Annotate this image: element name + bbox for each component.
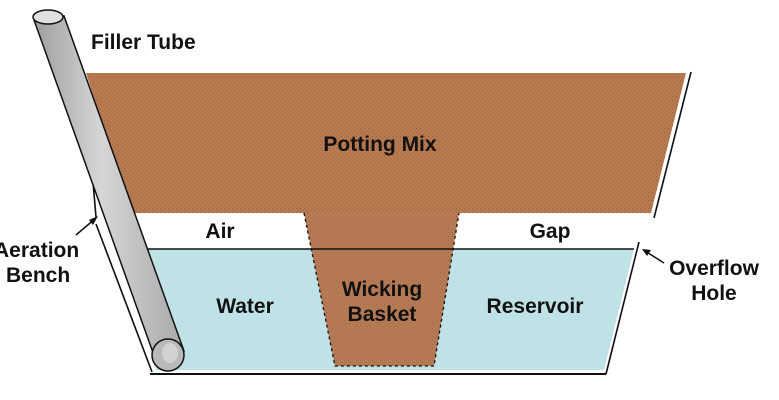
filler-tube-bottom-highlight [162, 343, 178, 363]
wicking-basket-label-line1: Wicking [341, 278, 423, 301]
aeration-bench-label-line1: Aeration [0, 239, 80, 262]
overflow-hole-arrow [642, 249, 665, 264]
aeration-bench-arrow [75, 216, 98, 236]
container-right-wall-lower [605, 241, 640, 375]
filler-tube-label: Filler Tube [91, 31, 196, 54]
filler-tube-top-opening [32, 9, 64, 25]
container-right-wall-upper [653, 71, 692, 219]
air-label: Air [205, 220, 235, 243]
water-label: Water [216, 295, 274, 318]
potting-mix-region [86, 73, 686, 213]
wicking-basket-label-line2: Basket [347, 303, 417, 326]
overflow-hole-label: Overflow Hole [664, 256, 779, 306]
potting-mix-label: Potting Mix [323, 133, 437, 156]
wicking-basket-outline [303, 212, 460, 367]
overflow-hole-label-line1: Overflow [669, 257, 759, 280]
reservoir-label: Reservoir [486, 295, 584, 318]
aeration-bench-label-line2: Bench [6, 264, 71, 287]
aeration-bench-label: Aeration Bench [0, 238, 80, 288]
wicking-basket-label: Wicking Basket [322, 277, 442, 327]
wicking-basket [304, 213, 459, 366]
overflow-hole-label-line2: Hole [691, 282, 737, 305]
gap-label: Gap [529, 220, 571, 243]
container-left-wall-lower [95, 223, 153, 373]
